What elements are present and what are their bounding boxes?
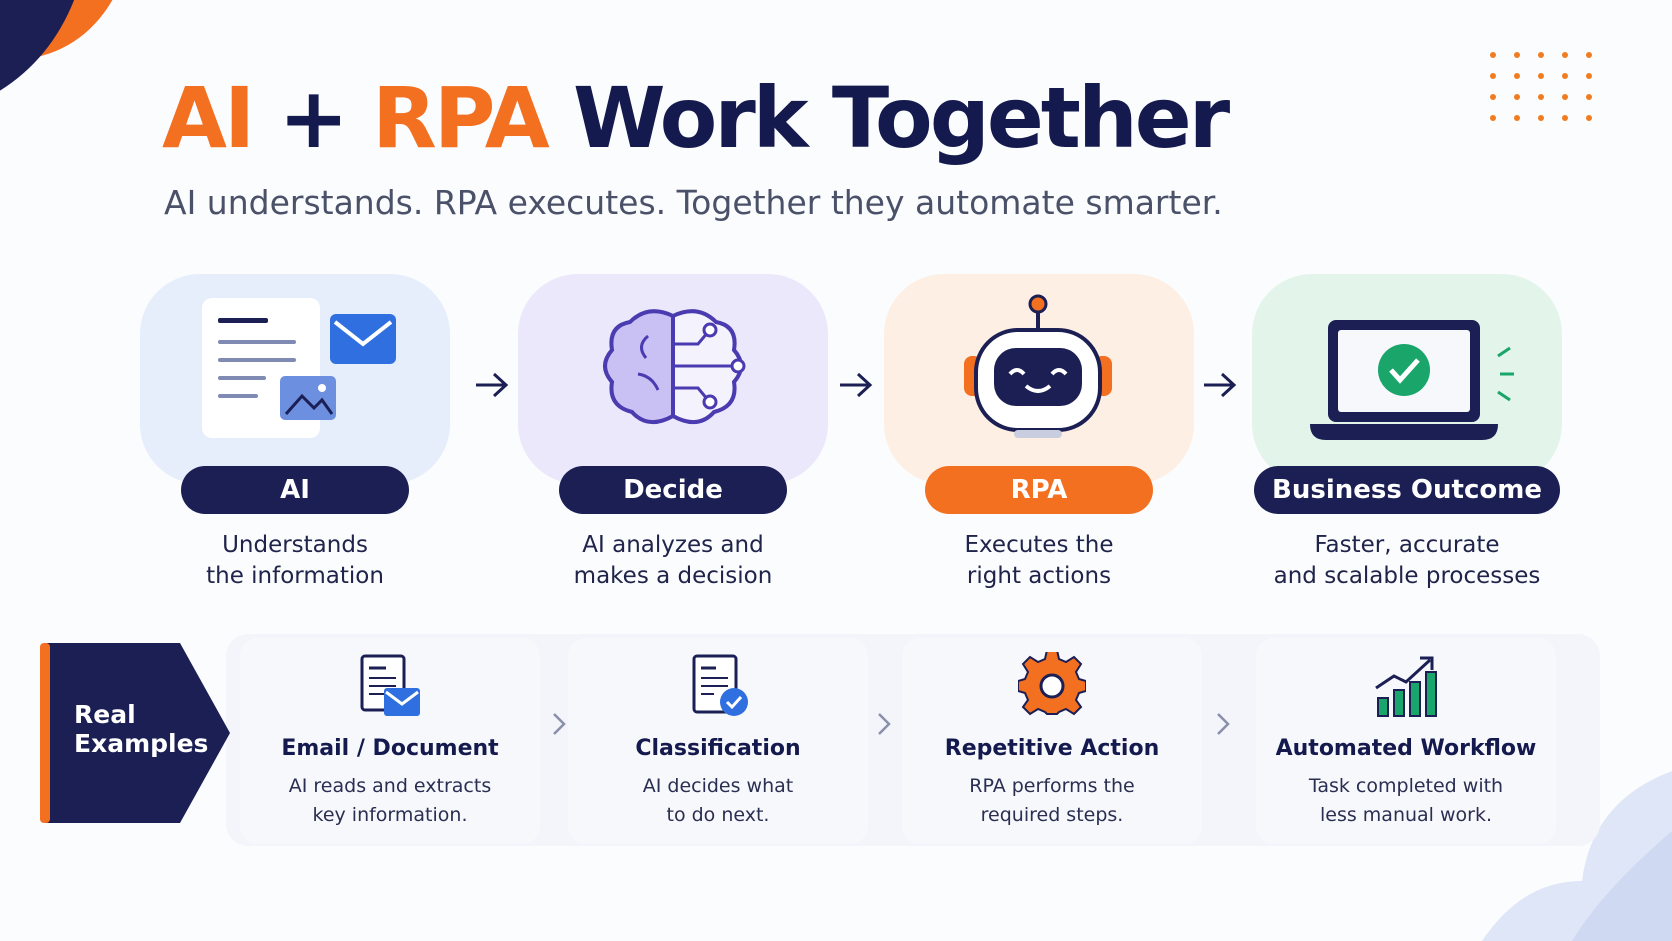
stage-description: AI analyzes and makes a decision	[573, 532, 773, 589]
examples-label-shape	[40, 643, 230, 823]
title-rest: Work Together	[572, 69, 1230, 167]
robot-icon	[964, 294, 1112, 438]
example-card-title: Email / Document	[281, 736, 499, 761]
arrow-right-icon	[1204, 372, 1237, 398]
example-card-description: RPA performs the required steps.	[969, 775, 1135, 826]
page-subtitle: AI understands. RPA executes. Together t…	[164, 183, 1223, 222]
example-card-classification: Classification AI decides what to do nex…	[568, 638, 868, 844]
stage-label-pill: RPA	[925, 466, 1153, 514]
chevron-right-icon	[878, 713, 891, 735]
stage-business-outcome: Business Outcome Faster, accurate and sc…	[1242, 274, 1572, 604]
stage-description: Understands the information	[206, 532, 384, 589]
page-title: AI + RPA Work Together	[162, 69, 1230, 167]
title-rpa: RPA	[372, 69, 550, 167]
chevron-right-icon	[553, 713, 566, 735]
stage-label-pill: Business Outcome	[1254, 466, 1560, 514]
corner-decoration-top-left	[0, 0, 113, 91]
example-card-description: AI reads and extracts key information.	[288, 775, 492, 826]
email-document-icon	[360, 654, 420, 716]
example-card-email-document: Email / Document AI reads and extracts k…	[240, 638, 540, 844]
example-card-title: Automated Workflow	[1275, 736, 1537, 761]
dot-pattern-decoration	[1490, 52, 1610, 136]
growth-chart-icon	[1375, 656, 1437, 717]
stage-description: Executes the right actions	[964, 532, 1114, 589]
title-ai: AI	[162, 69, 255, 167]
stage-rpa: RPA Executes the right actions	[874, 274, 1204, 604]
stage-label-pill: Decide	[559, 466, 787, 514]
arrow-right-icon	[476, 372, 509, 398]
documents-icon	[202, 298, 396, 438]
corner-decoration-bottom-right	[1482, 771, 1672, 941]
title-plus: +	[278, 69, 349, 167]
stage-description: Faster, accurate and scalable processes	[1273, 532, 1541, 589]
stage-label-pill: AI	[181, 466, 409, 514]
example-card-description: Task completed with less manual work.	[1308, 775, 1504, 826]
examples-label: Real Examples	[74, 700, 209, 758]
stage-decide: Decide AI analyzes and makes a decision	[508, 274, 838, 604]
example-card-title: Repetitive Action	[944, 736, 1160, 761]
stage-ai: AI Understands the information	[130, 274, 460, 604]
arrow-right-icon	[840, 372, 873, 398]
example-card-description: AI decides what to do next.	[642, 775, 794, 826]
classification-icon	[692, 654, 748, 716]
example-card-title: Classification	[635, 736, 801, 761]
brain-icon	[603, 309, 746, 424]
example-card-repetitive-action: Repetitive Action RPA performs the requi…	[902, 638, 1202, 844]
chevron-right-icon	[1217, 713, 1230, 735]
gear-icon	[1018, 652, 1086, 716]
laptop-check-icon	[1310, 320, 1514, 440]
example-card-automated-workflow: Automated Workflow Task completed with l…	[1256, 638, 1556, 844]
